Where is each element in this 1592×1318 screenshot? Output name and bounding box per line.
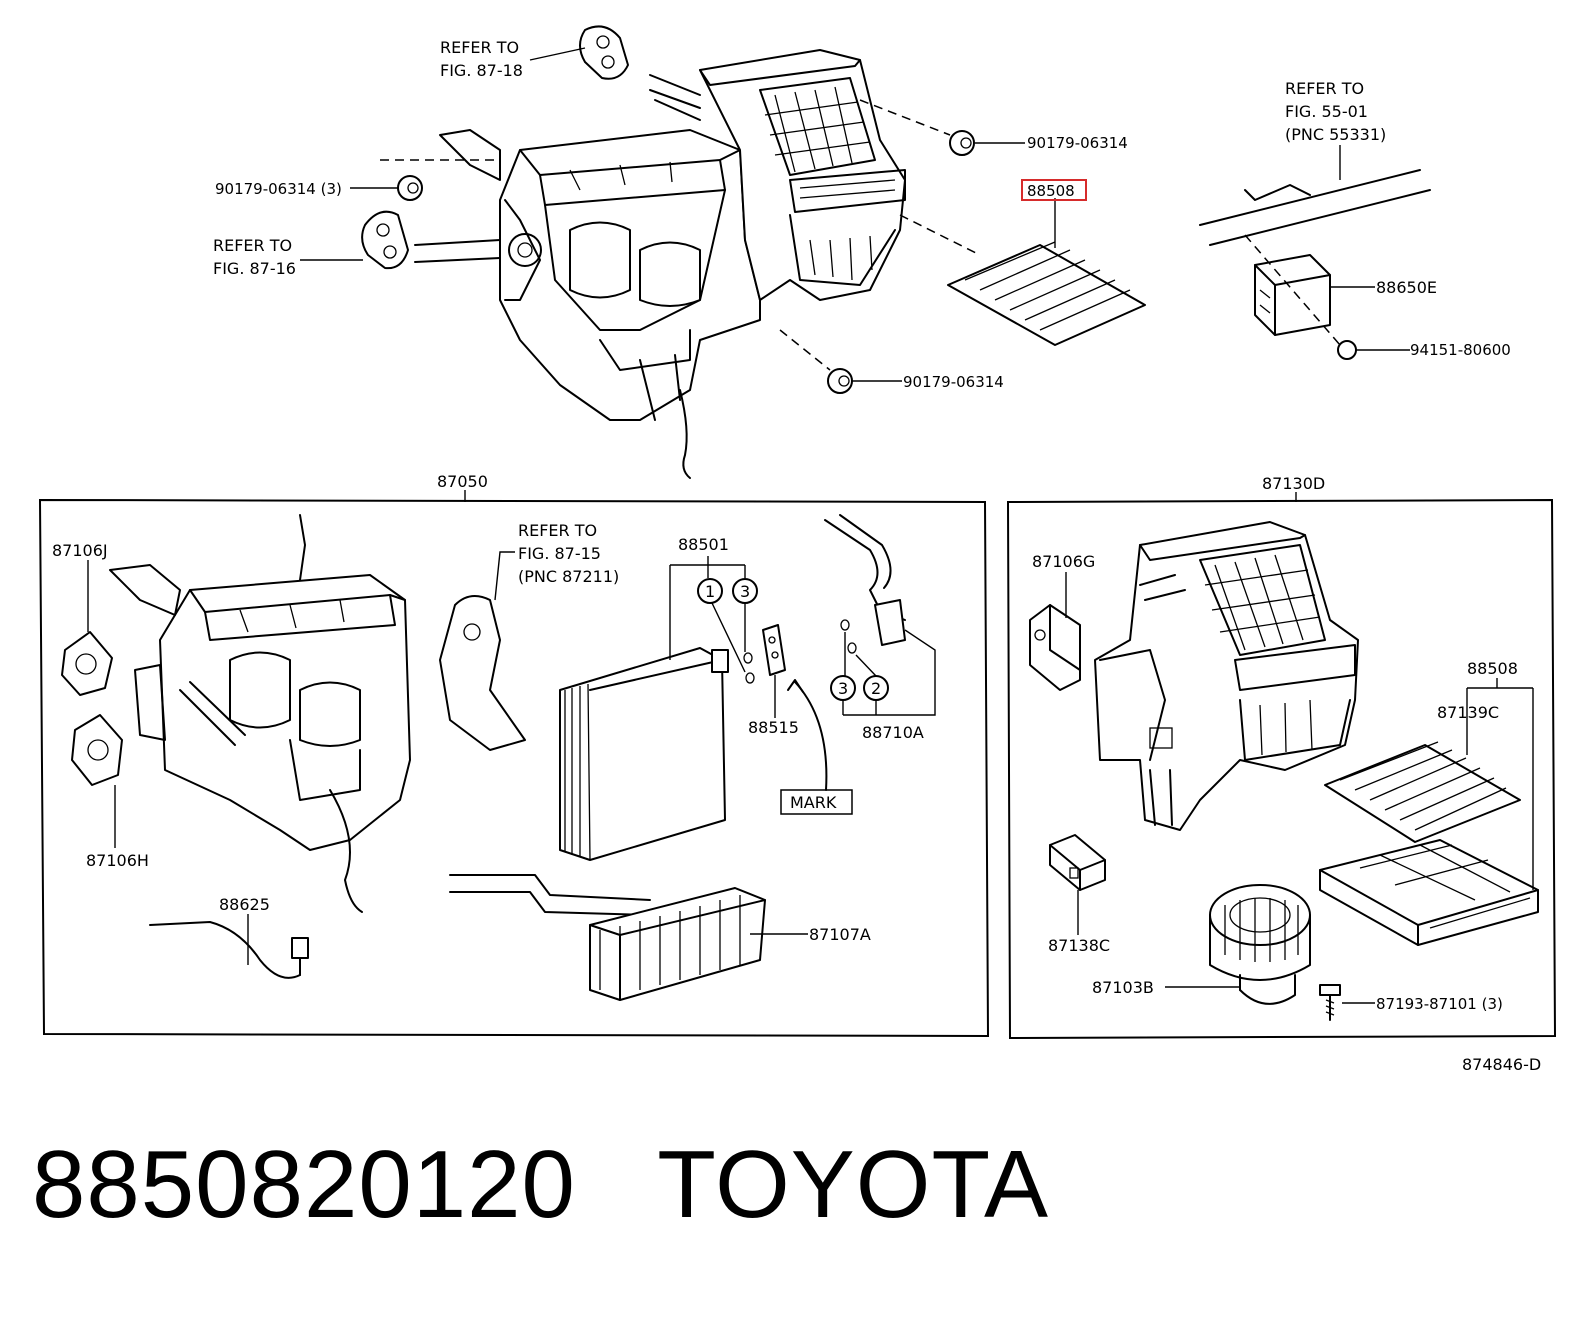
label-87193-87101: 87193-87101 (3) bbox=[1376, 995, 1503, 1013]
callout-refer-87-18: REFER TO FIG. 87-18 bbox=[440, 38, 586, 80]
circle-1-marker: 1 bbox=[697, 578, 723, 604]
label-87103b: 87103B bbox=[1092, 978, 1154, 997]
label-88515: 88515 bbox=[748, 718, 799, 737]
amplifier-88650e-drawing bbox=[1199, 169, 1431, 360]
circle-3-marker-a: 3 bbox=[732, 578, 758, 604]
label-87139c: 87139C bbox=[1437, 703, 1499, 722]
refer-87-16-line1: REFER TO bbox=[213, 236, 292, 255]
label-88710a: 88710A bbox=[862, 723, 924, 742]
label-mark: MARK bbox=[790, 793, 837, 812]
callout-refer-55-01: REFER TO FIG. 55-01 (PNC 55331) bbox=[1285, 79, 1386, 180]
box-87130d: 87130D 87106G bbox=[1006, 474, 1557, 1040]
nut-90179-b-drawing bbox=[827, 368, 853, 394]
sensor-88625-drawing bbox=[149, 921, 309, 979]
refer-87-18-line2: FIG. 87-18 bbox=[440, 61, 523, 80]
servo-87106g-drawing bbox=[1029, 604, 1081, 691]
valve-88515-drawing bbox=[762, 624, 786, 676]
part-caption: 8850820120 TOYOTA bbox=[32, 1130, 1049, 1240]
grommet-87-18-drawing bbox=[579, 25, 629, 80]
tube-88710a-drawing bbox=[824, 514, 906, 646]
refer-55-01-line2: FIG. 55-01 bbox=[1285, 102, 1368, 121]
box-87050: 87050 87106J 87106H bbox=[38, 472, 990, 1038]
callout-refer-87-16: REFER TO FIG. 87-16 bbox=[213, 236, 363, 278]
part-number: 8850820120 bbox=[32, 1131, 576, 1238]
evaporator-88501-drawing bbox=[559, 647, 729, 861]
circle-1-label: 1 bbox=[705, 582, 715, 601]
circle-3-label-a: 3 bbox=[740, 582, 750, 601]
refer-87-15-line2: FIG. 87-15 bbox=[518, 544, 601, 563]
mark-box: MARK bbox=[780, 789, 853, 815]
circle-3-label-b: 3 bbox=[838, 679, 848, 698]
callout-88508-top-highlight: 88508 bbox=[1021, 179, 1087, 201]
label-88625: 88625 bbox=[219, 895, 270, 914]
brand-name: TOYOTA bbox=[657, 1131, 1050, 1238]
nut-90179-3-drawing bbox=[397, 175, 423, 201]
filter-88508-drawing bbox=[947, 198, 1146, 346]
label-87106j: 87106J bbox=[52, 541, 108, 560]
circle-2-label: 2 bbox=[871, 679, 881, 698]
servo-87106h-drawing bbox=[71, 714, 123, 786]
label-88501: 88501 bbox=[678, 535, 729, 554]
refer-87-15-line3: (PNC 87211) bbox=[518, 567, 619, 586]
hvac-unit-assembly-drawing bbox=[380, 49, 981, 479]
circle-2-marker: 2 bbox=[863, 675, 889, 701]
label-88508-top: 88508 bbox=[1027, 182, 1075, 200]
drawing-number: 874846-D bbox=[1462, 1055, 1541, 1074]
refer-55-01-line1: REFER TO bbox=[1285, 79, 1364, 98]
callout-90179-b: 90179-06314 bbox=[852, 373, 1004, 391]
screw-87193-drawing bbox=[1319, 984, 1341, 1021]
filter-87139c-drawing bbox=[1324, 741, 1521, 843]
filter-frame-drawing bbox=[1319, 839, 1539, 946]
refer-87-18-line1: REFER TO bbox=[440, 38, 519, 57]
label-87106g: 87106G bbox=[1032, 552, 1095, 571]
label-87138c: 87138C bbox=[1048, 936, 1110, 955]
label-90179-06314-a: 90179-06314 bbox=[1027, 134, 1128, 152]
label-87107a: 87107A bbox=[809, 925, 871, 944]
label-94151-80600: 94151-80600 bbox=[1410, 341, 1511, 359]
refer-87-16-line2: FIG. 87-16 bbox=[213, 259, 296, 278]
label-88508-right: 88508 bbox=[1467, 659, 1518, 678]
label-90179-06314-b: 90179-06314 bbox=[903, 373, 1004, 391]
label-87106h: 87106H bbox=[86, 851, 149, 870]
callout-94151: 94151-80600 bbox=[1356, 341, 1511, 359]
refer-55-01-line3: (PNC 55331) bbox=[1285, 125, 1386, 144]
blower-case-drawing bbox=[1094, 521, 1359, 831]
nut-90179-a-drawing bbox=[949, 130, 975, 156]
grommet-87-16-drawing bbox=[361, 210, 409, 270]
callout-88650e: 88650E bbox=[1330, 278, 1437, 297]
circle-3-marker-b: 3 bbox=[830, 675, 856, 701]
highlight-box bbox=[1021, 179, 1087, 201]
label-90179-06314-3: 90179-06314 (3) bbox=[215, 180, 342, 198]
label-87050: 87050 bbox=[437, 472, 488, 491]
blower-motor-87103b-drawing bbox=[1209, 884, 1311, 1005]
heater-case-drawing bbox=[109, 514, 411, 913]
duct-87-15-drawing bbox=[439, 595, 526, 751]
heater-core-87107a-drawing bbox=[449, 874, 766, 1001]
callout-90179-3: 90179-06314 (3) bbox=[215, 180, 398, 198]
label-88650e: 88650E bbox=[1376, 278, 1437, 297]
label-87130d: 87130D bbox=[1262, 474, 1325, 493]
refer-87-15-line1: REFER TO bbox=[518, 521, 597, 540]
callout-90179-a: 90179-06314 bbox=[975, 134, 1128, 152]
resistor-87138c-drawing bbox=[1049, 834, 1106, 891]
servo-87106j-drawing bbox=[61, 631, 113, 696]
